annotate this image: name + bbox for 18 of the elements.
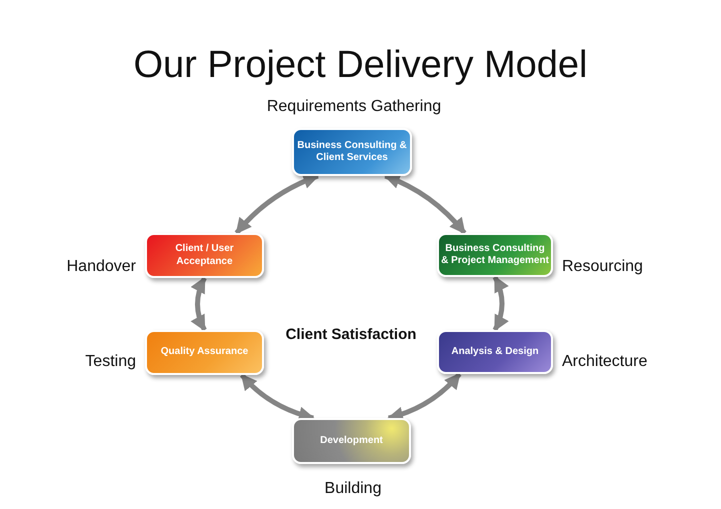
stage-caption: Handover bbox=[66, 258, 136, 276]
stage-caption: Building bbox=[324, 480, 382, 498]
center-label: Client Satisfaction bbox=[284, 326, 418, 343]
box-label: Analysis & Design bbox=[450, 346, 540, 358]
double-arrow bbox=[190, 276, 207, 332]
box-label: Quality Assurance bbox=[160, 346, 250, 359]
box-label: Business Consulting & Client Services bbox=[296, 140, 408, 164]
box-label: Development bbox=[319, 434, 384, 448]
stage-caption: Requirements Gathering bbox=[266, 98, 442, 116]
double-arrow bbox=[384, 174, 466, 235]
box-label: Business Consulting & Project Management bbox=[440, 242, 550, 268]
double-arrow bbox=[234, 174, 320, 235]
stage-caption: Testing bbox=[85, 353, 136, 371]
title: Our Project Delivery Model bbox=[132, 44, 589, 87]
box-label: Client / User Acceptance bbox=[174, 243, 235, 268]
double-arrow bbox=[492, 276, 509, 332]
stage-caption: Architecture bbox=[562, 353, 648, 371]
stage-caption: Resourcing bbox=[562, 258, 643, 276]
